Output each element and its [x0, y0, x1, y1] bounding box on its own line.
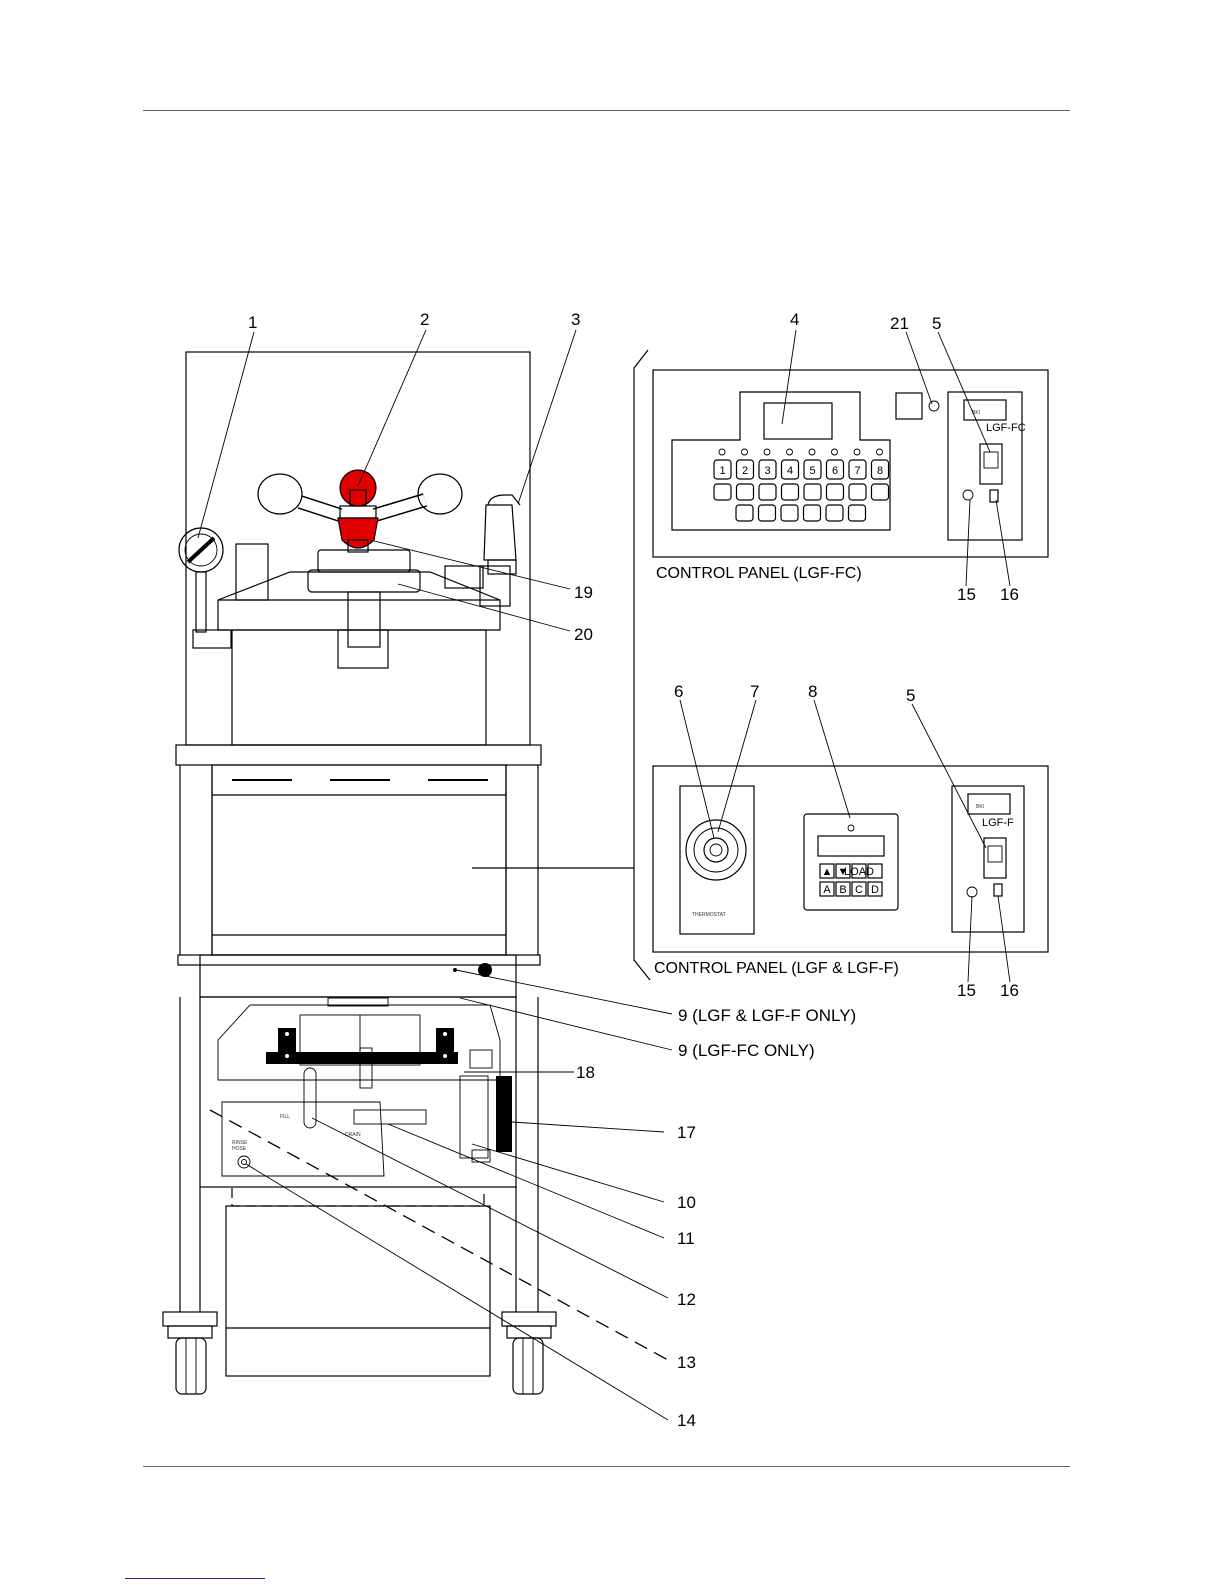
- callout-16-f: 16: [1000, 981, 1019, 1000]
- panel-bracket: [634, 350, 650, 980]
- callout-12: 12: [677, 1290, 696, 1309]
- blank-key[interactable]: [804, 484, 821, 500]
- letter-key-label: A: [823, 884, 831, 896]
- digit-key-label: 3: [764, 465, 770, 477]
- function-keys[interactable]: [736, 505, 866, 521]
- digit-key-label: 7: [854, 465, 860, 477]
- callout-17: 17: [677, 1123, 696, 1142]
- digit-key-label: 5: [809, 465, 815, 477]
- digit-keys[interactable]: 1 2 3 4 5 6 7 8: [714, 460, 889, 479]
- callout-16-fc: 16: [1000, 585, 1019, 604]
- digit-key-label: 6: [832, 465, 838, 477]
- digit-key-label: 2: [742, 465, 748, 477]
- digit-key-label: 1: [719, 465, 725, 477]
- callout-5-f: 5: [906, 686, 915, 705]
- model-label-f: LGF-F: [982, 817, 1014, 829]
- key-led: [742, 449, 748, 455]
- blank-keys[interactable]: [714, 484, 889, 500]
- function-key[interactable]: [804, 505, 821, 521]
- reset-button-fc[interactable]: [990, 490, 998, 502]
- blank-key[interactable]: [714, 484, 731, 500]
- thermostat-dial[interactable]: [686, 820, 746, 880]
- key-led: [809, 449, 815, 455]
- svg-text:HOSE: HOSE: [232, 1146, 247, 1152]
- blank-key[interactable]: [782, 484, 799, 500]
- blank-key[interactable]: [827, 484, 844, 500]
- callout-9-lgf: 9 (LGF & LGF-F ONLY): [678, 1006, 856, 1025]
- svg-text:BKI: BKI: [976, 804, 984, 810]
- function-key[interactable]: [736, 505, 753, 521]
- key-led: [832, 449, 838, 455]
- callout-14: 14: [677, 1411, 696, 1430]
- display-window: [764, 403, 832, 439]
- svg-text:FILL: FILL: [280, 1114, 290, 1120]
- callout-2: 2: [420, 310, 429, 329]
- callout-15-fc: 15: [957, 585, 976, 604]
- digit-key-label: 8: [877, 465, 883, 477]
- function-key[interactable]: [826, 505, 843, 521]
- caption-panel-fc: CONTROL PANEL (LGF-FC): [656, 565, 862, 582]
- function-key[interactable]: [849, 505, 866, 521]
- reset-button-f[interactable]: [994, 884, 1002, 896]
- function-key[interactable]: [781, 505, 798, 521]
- computer-module: [804, 814, 898, 910]
- key-leds: [719, 449, 883, 455]
- key-led: [877, 449, 883, 455]
- callout-11: 11: [677, 1229, 695, 1248]
- arrow-key-label: LOAD: [844, 866, 874, 878]
- fryer-cabinet: FILL DRAIN RINSE HOSE: [163, 352, 668, 1394]
- blank-key[interactable]: [759, 484, 776, 500]
- callout-9-lgf-fc: 9 (LGF-FC ONLY): [678, 1041, 815, 1060]
- caption-panel-f: CONTROL PANEL (LGF & LGF-F): [654, 960, 899, 977]
- callout-21: 21: [890, 314, 909, 333]
- key-led: [764, 449, 770, 455]
- callout-18: 18: [576, 1063, 595, 1082]
- arrow-keys[interactable]: ▲▼LOAD: [820, 864, 882, 878]
- blank-key[interactable]: [737, 484, 754, 500]
- function-key[interactable]: [759, 505, 776, 521]
- callout-13: 13: [677, 1353, 696, 1372]
- callout-19: 19: [574, 583, 593, 602]
- letter-key-label: D: [871, 884, 879, 896]
- key-led: [719, 449, 725, 455]
- callout-10: 10: [677, 1193, 696, 1212]
- svg-text:DRAIN: DRAIN: [345, 1132, 361, 1138]
- arrow-key-label: ▲: [822, 866, 833, 878]
- digit-key-label: 4: [787, 465, 793, 477]
- callout-3: 3: [571, 310, 580, 329]
- callout-15-f: 15: [957, 981, 976, 1000]
- callout-6: 6: [674, 682, 683, 701]
- svg-text:THERMOSTAT: THERMOSTAT: [692, 912, 726, 918]
- callout-4: 4: [790, 310, 799, 329]
- callout-5-fc: 5: [932, 314, 941, 333]
- indicator-box: [896, 393, 922, 419]
- indicator-light-21: [929, 401, 939, 411]
- power-switch-fc[interactable]: [980, 444, 1002, 484]
- callout-20: 20: [574, 625, 593, 644]
- key-led: [854, 449, 860, 455]
- callout-1: 1: [248, 313, 257, 332]
- blank-key[interactable]: [849, 484, 866, 500]
- letter-key-label: B: [839, 884, 846, 896]
- callout-8: 8: [808, 682, 817, 701]
- key-led: [787, 449, 793, 455]
- model-label-fc: LGF-FC: [986, 422, 1026, 434]
- callout-7: 7: [750, 682, 759, 701]
- letter-key-label: C: [855, 884, 863, 896]
- computer-display: [818, 836, 884, 856]
- blank-key[interactable]: [872, 484, 889, 500]
- power-switch-f[interactable]: [984, 838, 1006, 878]
